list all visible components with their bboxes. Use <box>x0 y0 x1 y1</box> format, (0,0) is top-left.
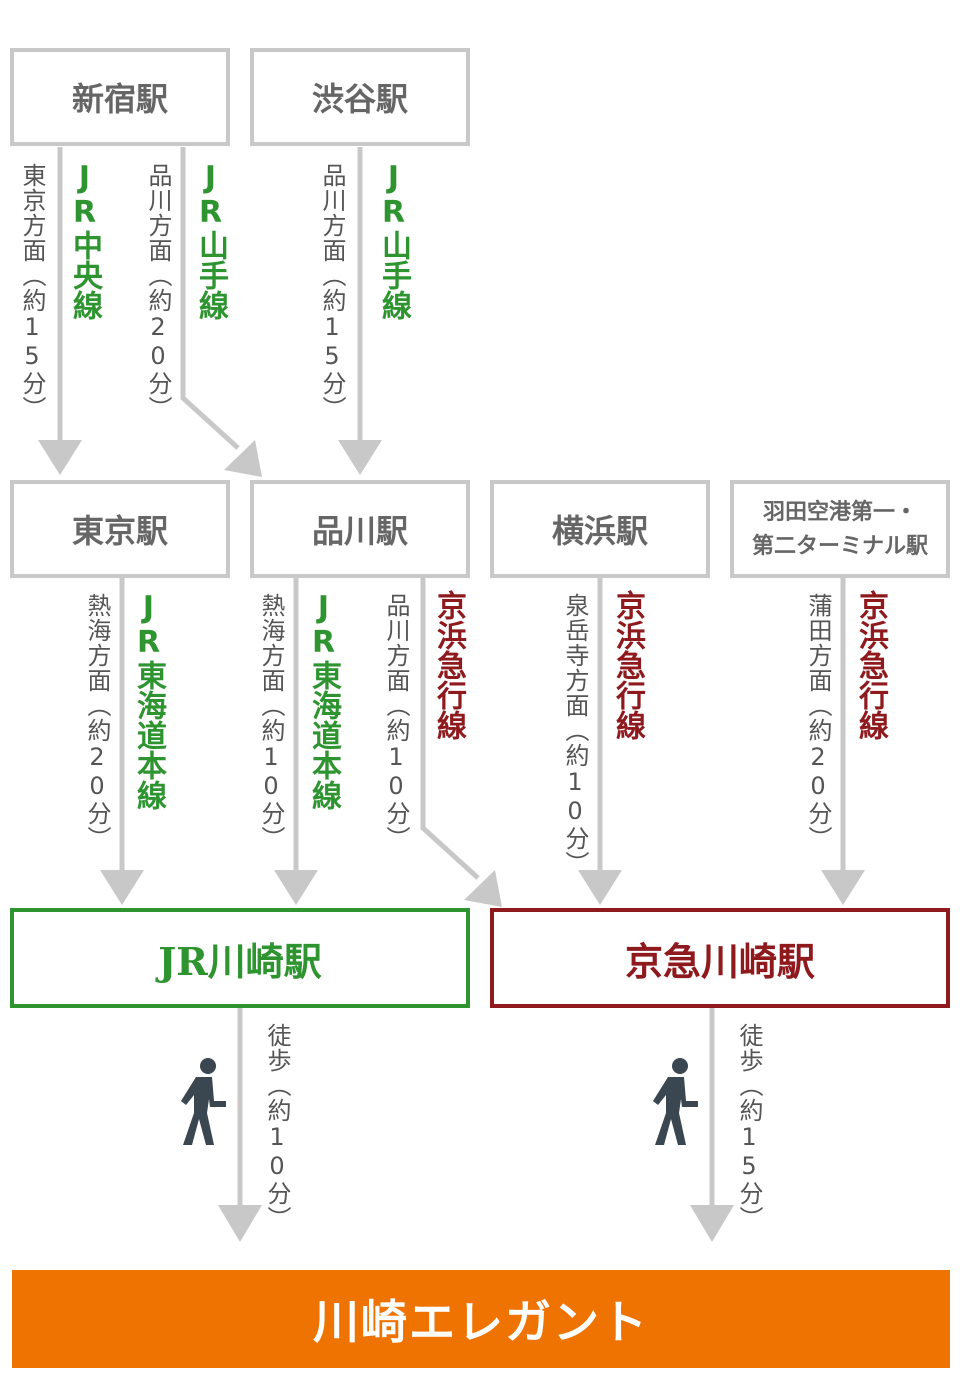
route-line-keikyu: 京浜急行線 <box>853 590 888 740</box>
route-direction: 品川方面（約20分） <box>144 163 172 421</box>
route-line-jr: JR東海道本線 <box>306 590 341 810</box>
route-line-jr: JR山手線 <box>376 160 411 320</box>
walk-direction: 徒歩（約10分） <box>263 1023 291 1231</box>
walking-person-icon <box>181 1058 226 1145</box>
route-line-jr: JR東海道本線 <box>131 590 166 810</box>
route-direction: 品川方面（約10分） <box>382 593 410 851</box>
station-tokyo: 東京駅 <box>10 480 230 578</box>
station-keikyu-kawasaki: 京急川崎駅 <box>490 908 950 1008</box>
route-line-keikyu: 京浜急行線 <box>431 590 466 740</box>
route-line-keikyu: 京浜急行線 <box>610 590 645 740</box>
station-label: 東京駅 <box>71 512 168 550</box>
station-label: JR川崎駅 <box>158 938 322 984</box>
station-label: 京急川崎駅 <box>624 938 815 984</box>
station-jr-kawasaki: JR川崎駅 <box>10 908 470 1008</box>
route-direction: 蒲田方面（約20分） <box>804 593 832 851</box>
route-direction: 熱海方面（約20分） <box>83 593 111 851</box>
station-label: 横浜駅 <box>551 512 648 550</box>
route-direction: 泉岳寺方面（約10分） <box>561 593 589 876</box>
route-direction: 熱海方面（約10分） <box>257 593 285 851</box>
station-label: 品川駅 <box>311 512 408 550</box>
destination-label: 川崎エレガント <box>313 1295 649 1349</box>
station-shinjuku: 新宿駅 <box>10 48 230 146</box>
station-label: 渋谷駅 <box>311 80 408 118</box>
station-label: 新宿駅 <box>71 80 168 118</box>
route-direction: 東京方面（約15分） <box>18 163 46 421</box>
station-label-line2: 第二ターミナル駅 <box>751 533 928 559</box>
walking-person-icon <box>653 1058 698 1145</box>
station-shinagawa: 品川駅 <box>250 480 470 578</box>
route-line-jr: JR中央線 <box>67 160 102 320</box>
walk-direction: 徒歩（約15分） <box>735 1023 763 1231</box>
station-shibuya: 渋谷駅 <box>250 48 470 146</box>
destination-banner: 川崎エレガント <box>12 1270 950 1368</box>
route-line-jr: JR山手線 <box>193 160 228 320</box>
station-yokohama: 横浜駅 <box>490 480 710 578</box>
station-haneda-airport: 羽田空港第一・ 第二ターミナル駅 <box>730 480 950 578</box>
route-direction: 品川方面（約15分） <box>318 163 346 421</box>
station-label-line1: 羽田空港第一・ <box>762 499 917 525</box>
